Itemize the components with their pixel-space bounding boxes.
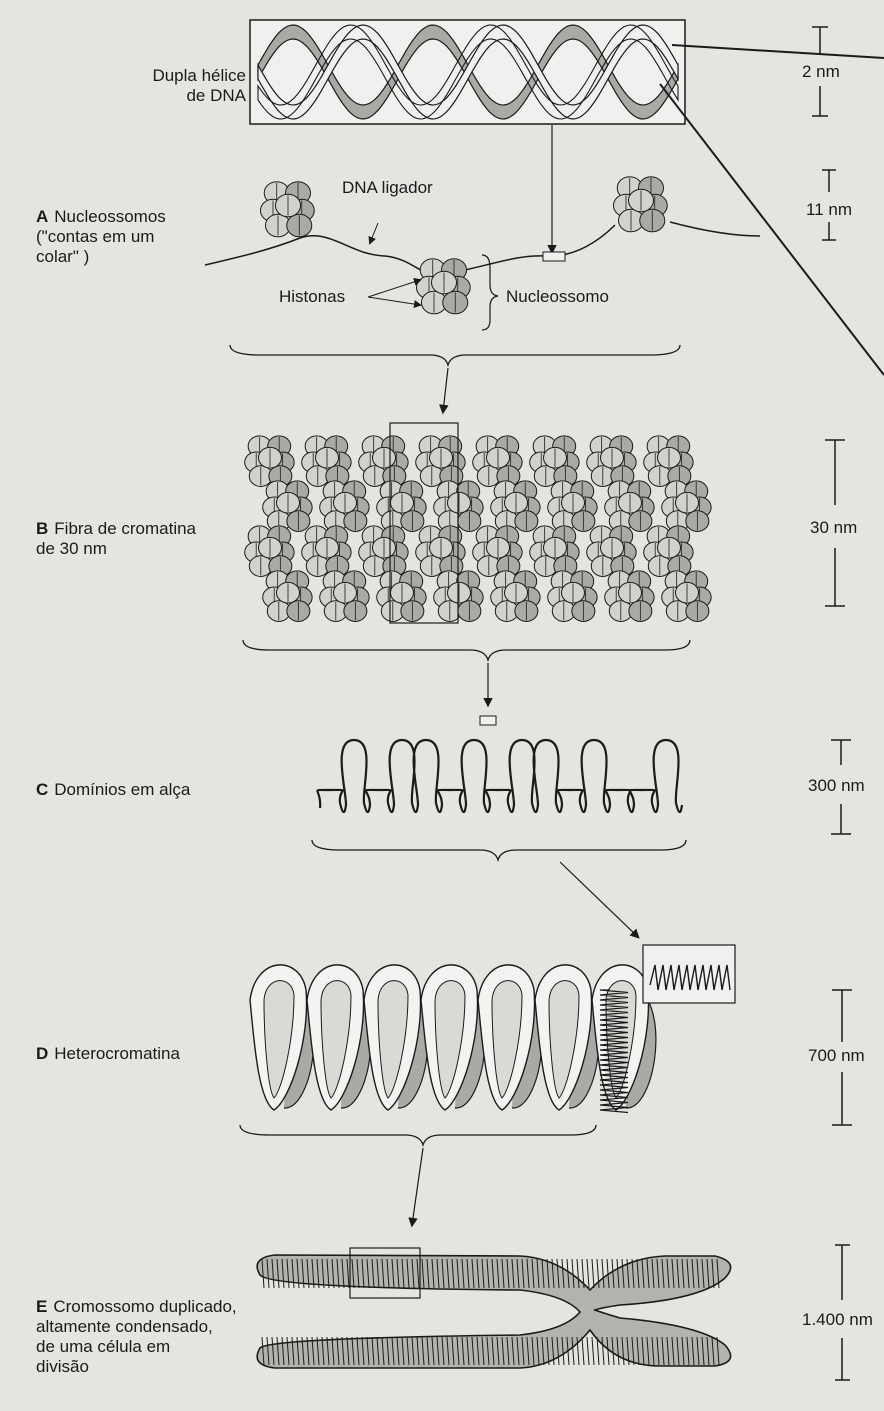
nucleosome-2 — [417, 259, 471, 314]
panel-a-scale-label: 11 nm — [806, 200, 852, 220]
heterochromatin-coil — [240, 945, 735, 1225]
panel-c-scale-label: 300 nm — [808, 776, 865, 796]
panel-b-letter: B — [36, 519, 48, 538]
chromatin-fiber — [243, 423, 711, 705]
loop-domains — [312, 716, 686, 937]
panel-d-scale-label: 700 nm — [808, 1046, 865, 1066]
dna-label: Dupla hélice de DNA — [116, 66, 246, 106]
panel-e-text: Cromossomo duplicado, altamente condensa… — [36, 1297, 237, 1376]
histones-label: Histonas — [279, 287, 345, 307]
panel-c-text: Domínios em alça — [54, 780, 190, 799]
panel-d-text: Heterocromatina — [54, 1044, 180, 1063]
linker-dna-label: DNA ligador — [342, 178, 433, 198]
panel-c-label: C Domínios em alça — [36, 780, 256, 800]
panel-a-text: Nucleossomos ("contas em um colar" ) — [36, 207, 166, 266]
panel-b-text: Fibra de cromatina de 30 nm — [36, 519, 196, 558]
panel-b-scale-label: 30 nm — [810, 518, 857, 538]
panel-e-letter: E — [36, 1297, 47, 1316]
panel-d-label: D Heterocromatina — [36, 1044, 256, 1064]
duplicated-chromosome — [257, 1248, 730, 1368]
dna-scale-label: 2 nm — [802, 62, 840, 82]
nucleosome-label: Nucleossomo — [506, 287, 609, 307]
nucleosome-1 — [261, 182, 315, 237]
panel-a-letter: A — [36, 207, 48, 226]
panel-d-letter: D — [36, 1044, 48, 1063]
panel-c-letter: C — [36, 780, 48, 799]
nucleosome-3 — [614, 177, 668, 232]
panel-e-scale-label: 1.400 nm — [802, 1310, 873, 1330]
scale-bars — [812, 27, 852, 1380]
